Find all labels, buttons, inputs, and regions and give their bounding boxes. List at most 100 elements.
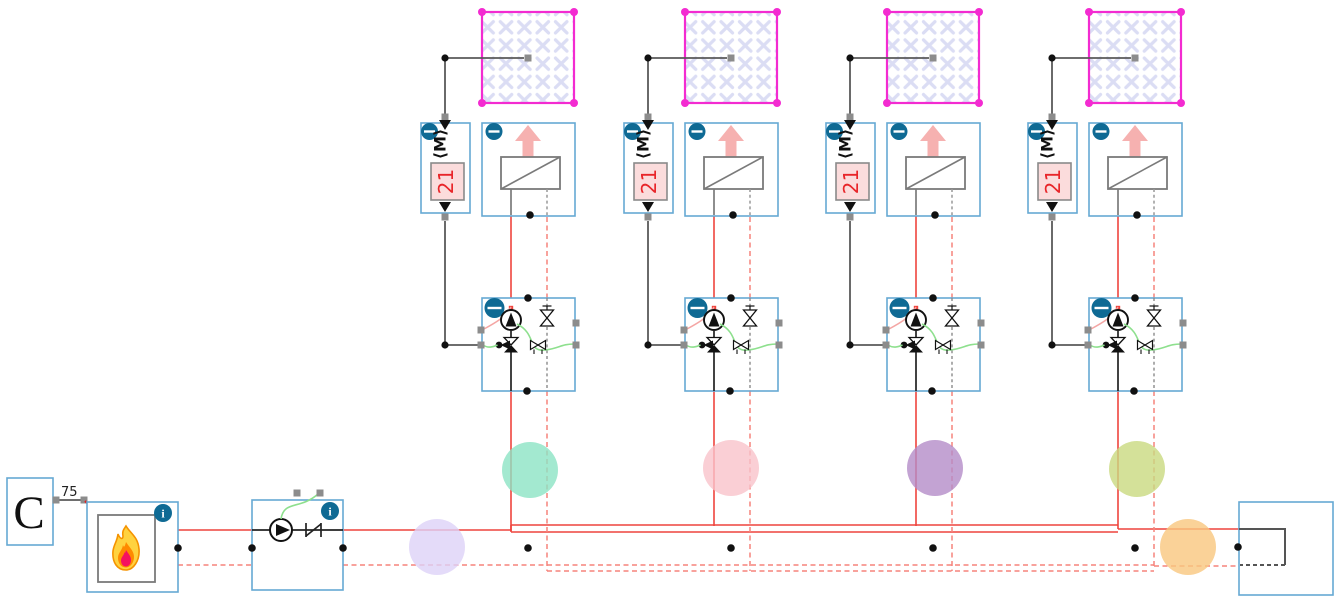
port-handle[interactable] [477,341,485,349]
selection-handle-dot[interactable] [883,99,891,107]
actuator-wire[interactable] [1048,221,1085,349]
bus-node[interactable] [727,544,735,552]
port-handle[interactable] [882,341,890,349]
bus-node[interactable] [1131,544,1139,552]
port-handle[interactable] [680,326,688,334]
port-handle[interactable] [477,326,485,334]
valve-group-block[interactable] [680,294,783,395]
port-node[interactable] [726,387,734,395]
wire-handle[interactable] [52,496,60,504]
selection-handle-dot[interactable] [478,8,486,16]
selection-handle-dot[interactable] [773,99,781,107]
pump-port-node[interactable] [339,544,347,552]
port-handle[interactable] [441,113,449,121]
actuator-wire[interactable] [441,221,478,349]
collapse-icon[interactable] [485,123,503,140]
port-node[interactable] [1131,294,1139,302]
port-node[interactable] [729,211,737,219]
port-node[interactable] [929,294,937,302]
thermostat-block[interactable]: ⟨M⟩21 [1027,113,1078,221]
port-node[interactable] [526,211,534,219]
selection-handle-dot[interactable] [975,8,983,16]
port-handle[interactable] [846,113,854,121]
thermostat-block[interactable]: ⟨M⟩21 [420,113,471,221]
port-handle[interactable] [977,319,985,327]
bus-node[interactable] [929,544,937,552]
thermostat-block[interactable]: ⟨M⟩21 [825,113,876,221]
actuator-wire[interactable] [644,221,681,349]
selection-handle-dot[interactable] [1085,8,1093,16]
collapse-icon[interactable] [1091,298,1112,318]
collapse-icon[interactable] [889,298,910,318]
room-sensor-wire[interactable] [1048,54,1131,117]
thermostat-block[interactable]: ⟨M⟩21 [623,113,674,221]
end-port-node[interactable] [1234,543,1242,551]
collapse-icon[interactable] [1028,123,1045,140]
port-handle[interactable] [846,213,854,221]
wire-handle[interactable] [293,489,301,497]
port-node[interactable] [523,387,531,395]
port-handle[interactable] [1084,326,1092,334]
port-handle[interactable] [977,341,985,349]
valve-group-block[interactable] [477,294,580,395]
collapse-icon[interactable] [688,123,706,140]
info-icon[interactable]: i [154,504,172,522]
pump-block[interactable]: i [248,489,347,591]
room-sensor-wire[interactable] [441,54,524,117]
port-handle[interactable] [1048,113,1056,121]
radiator-block[interactable] [1088,122,1183,219]
room-port-handle[interactable] [524,54,532,62]
valve-group-block[interactable] [882,294,985,395]
port-handle[interactable] [775,319,783,327]
port-handle[interactable] [644,113,652,121]
radiator-block[interactable] [481,122,576,219]
selection-handle-dot[interactable] [773,8,781,16]
constant-source-block[interactable]: C 75 [6,477,97,546]
selection-handle-dot[interactable] [1177,99,1185,107]
port-handle[interactable] [1084,341,1092,349]
selection-handle-dot[interactable] [570,8,578,16]
selection-handle-dot[interactable] [1085,99,1093,107]
collapse-icon[interactable] [687,298,708,318]
port-node[interactable] [1133,211,1141,219]
port-handle[interactable] [882,326,890,334]
end-piece-block[interactable] [1234,501,1334,596]
collapse-icon[interactable] [826,123,843,140]
branch-2-highlight[interactable] [703,440,759,496]
port-handle[interactable] [1179,319,1187,327]
wire-handle[interactable] [316,489,324,497]
collapse-icon[interactable] [1092,123,1110,140]
room-port-handle[interactable] [1131,54,1139,62]
info-icon[interactable]: i [321,502,339,520]
port-handle[interactable] [572,341,580,349]
actuator-wire[interactable] [846,221,883,349]
port-node[interactable] [1130,387,1138,395]
boiler-block[interactable]: i [86,501,182,593]
branch-1-highlight[interactable] [502,442,558,498]
selection-handle-dot[interactable] [681,8,689,16]
bus-node[interactable] [524,544,532,552]
port-handle[interactable] [680,341,688,349]
selection-handle-dot[interactable] [883,8,891,16]
room-port-handle[interactable] [929,54,937,62]
port-node[interactable] [727,294,735,302]
port-handle[interactable] [572,319,580,327]
branch-3-highlight[interactable] [907,440,963,496]
selection-handle-dot[interactable] [570,99,578,107]
collapse-icon[interactable] [624,123,641,140]
collapse-icon[interactable] [484,298,505,318]
port-handle[interactable] [1179,341,1187,349]
branch-4-highlight[interactable] [1109,441,1165,497]
room-sensor-wire[interactable] [644,54,727,117]
port-node[interactable] [524,294,532,302]
radiator-block[interactable] [886,122,981,219]
selection-handle-dot[interactable] [681,99,689,107]
selection-handle-dot[interactable] [478,99,486,107]
port-handle[interactable] [644,213,652,221]
room-port-handle[interactable] [727,54,735,62]
port-handle[interactable] [775,341,783,349]
collapse-icon[interactable] [890,123,908,140]
supply-main-highlight[interactable] [409,519,465,575]
return-main-highlight[interactable] [1160,519,1216,575]
collapse-icon[interactable] [421,123,438,140]
